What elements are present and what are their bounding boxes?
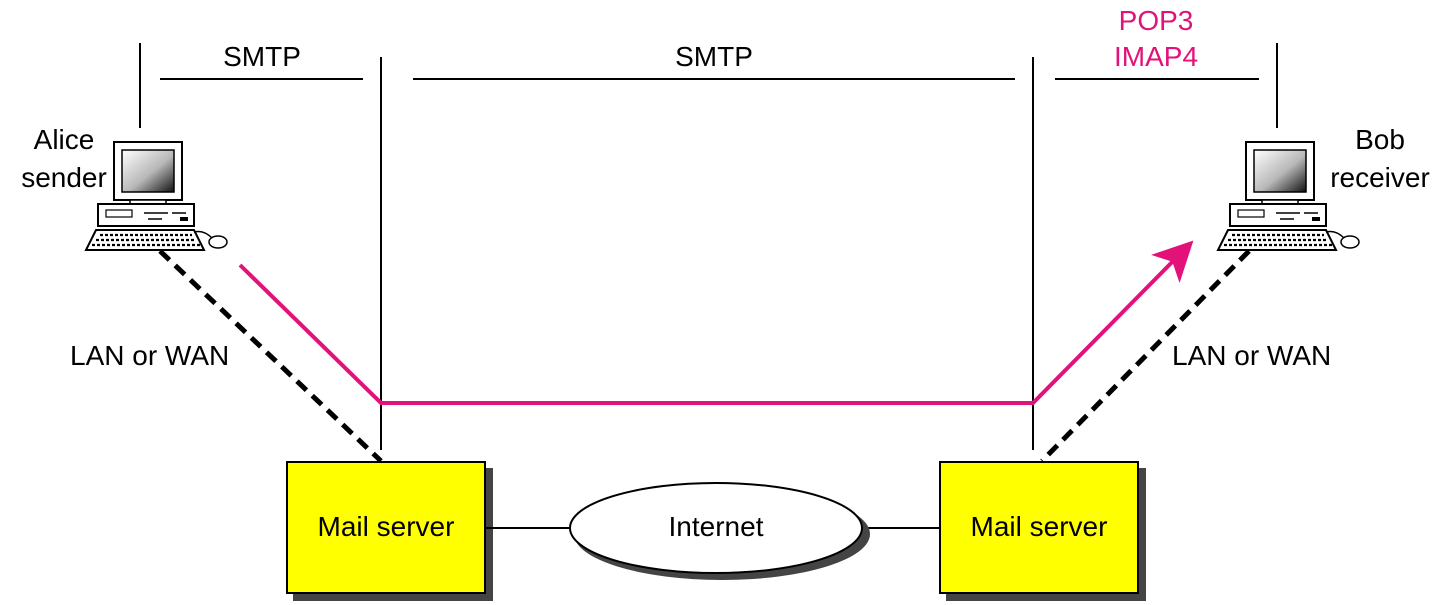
internet-label: Internet <box>668 511 764 542</box>
protocol-label-left: SMTP <box>223 41 301 72</box>
receiver-role: receiver <box>1330 162 1430 193</box>
protocol-label-pop3: POP3 <box>1118 5 1194 36</box>
lan-wan-link-right <box>1040 249 1251 463</box>
sender-computer-icon <box>84 141 228 251</box>
mail-server-left-box <box>286 461 486 594</box>
lan-wan-link-left <box>158 249 383 463</box>
protocol-label-middle: SMTP <box>675 41 753 72</box>
sender-role: sender <box>21 162 107 193</box>
internet-ellipse <box>569 482 863 574</box>
message-path <box>238 240 1194 405</box>
receiver-name: Bob <box>1355 124 1405 155</box>
link-label-left: LAN or WAN <box>70 340 230 371</box>
protocol-label-imap4: IMAP4 <box>1113 41 1199 72</box>
receiver-computer-icon <box>1216 141 1360 251</box>
link-label-right: LAN or WAN <box>1172 340 1332 371</box>
mail-server-right-label: Mail server <box>970 511 1108 542</box>
mail-server-left-label: Mail server <box>317 511 455 542</box>
sender-name: Alice <box>33 124 95 155</box>
